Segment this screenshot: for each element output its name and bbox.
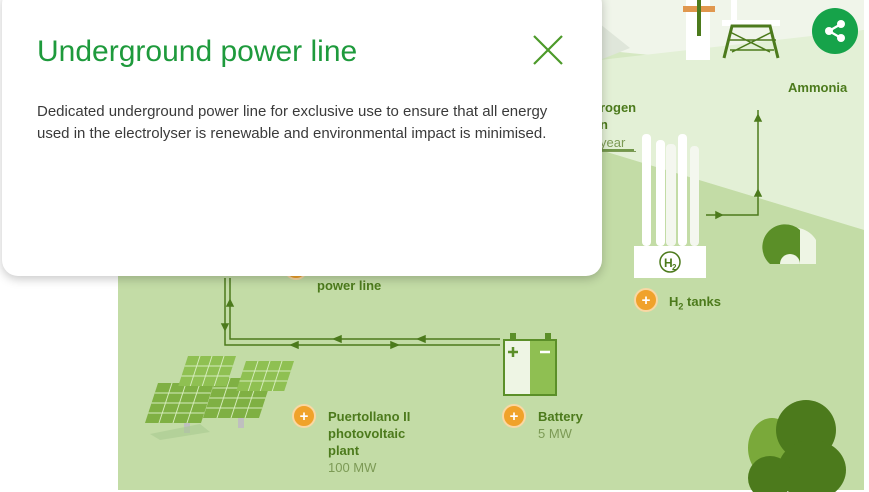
hydrogen-label-partial: rogen	[600, 100, 637, 115]
battery-capacity: 5 MW	[538, 426, 572, 441]
h2-tanks-label-suffix: tanks	[683, 294, 721, 309]
h2-icon-letter: H	[664, 256, 673, 270]
share-button[interactable]	[812, 8, 858, 54]
ammonia-label: Ammonia	[788, 80, 848, 95]
popup-title: Underground power line	[37, 35, 358, 68]
pv-plant-label: Puertollano II photovoltaic plant	[328, 409, 411, 458]
plus-icon: +	[509, 407, 519, 425]
pv-plant-capacity: 100 MW	[328, 460, 377, 475]
battery-label: Battery	[538, 409, 583, 424]
hydrogen-label-line2: n	[600, 117, 608, 132]
close-button[interactable]	[530, 32, 566, 68]
hydrogen-unit-partial: year	[600, 134, 636, 152]
h2-tank-icon	[659, 251, 681, 273]
info-popup: Underground power line Dedicated undergr…	[2, 0, 602, 276]
share-icon	[825, 20, 845, 42]
battery-info-button[interactable]: +	[502, 404, 526, 428]
power-line-label: power line	[317, 278, 382, 293]
mountain-shadow	[595, 20, 630, 60]
hill-light	[600, 30, 864, 230]
pv-plant-info-button[interactable]: +	[292, 404, 316, 428]
solar-panels-illustration	[145, 356, 294, 440]
popup-description: Dedicated underground power line for exc…	[37, 103, 548, 142]
plus-icon: +	[641, 291, 651, 309]
h2-tanks-info-button[interactable]: +	[634, 288, 658, 312]
h2-icon-subscript: 2	[672, 263, 677, 272]
h2-tanks-label-prefix: H	[669, 294, 679, 309]
h2-tanks-label: H2 tanks	[669, 293, 721, 316]
battery-illustration	[503, 333, 557, 396]
sky-ridge	[560, 0, 864, 60]
ammonia-plant	[683, 0, 780, 60]
trees	[748, 400, 846, 492]
close-icon	[533, 35, 563, 65]
hydrogen-pipeline	[598, 110, 763, 220]
h2-tanks-label-subscript: 2	[678, 301, 684, 312]
small-shrub	[762, 224, 816, 264]
h2-tanks-illustration: H 2	[634, 134, 706, 278]
underground-power-line	[220, 278, 500, 350]
plus-icon: +	[299, 407, 309, 425]
